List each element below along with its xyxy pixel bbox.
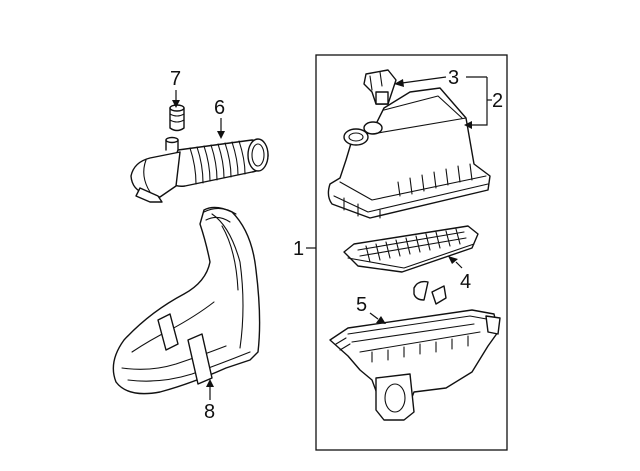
callout-8: 8 xyxy=(204,401,215,423)
leader-5 xyxy=(369,312,379,320)
callout-3: 3 xyxy=(448,67,459,89)
clip-hose-bracket xyxy=(413,280,447,305)
callout-5: 5 xyxy=(356,294,367,316)
part-5-lower-case xyxy=(329,309,501,421)
part-2-upper-cover xyxy=(327,87,491,219)
arrow-7 xyxy=(172,100,180,108)
part-3-sensor xyxy=(363,69,397,105)
part-8-inlet-duct xyxy=(112,206,261,395)
arrow-5 xyxy=(376,316,386,324)
arrow-8 xyxy=(206,379,214,387)
arrow-2 xyxy=(464,121,472,129)
callout-1: 1 xyxy=(293,238,304,260)
leader-4 xyxy=(455,261,463,269)
assembly-box xyxy=(315,54,508,451)
leader-3a xyxy=(401,76,447,84)
arrow-4 xyxy=(448,256,458,264)
callout-4: 4 xyxy=(460,271,471,293)
arrow-6 xyxy=(217,131,225,139)
callout-7: 7 xyxy=(170,68,181,90)
callout-6: 6 xyxy=(214,97,225,119)
arrow-3 xyxy=(394,79,404,87)
part-6-intake-hose xyxy=(130,136,269,203)
part-7-nipple xyxy=(169,104,185,132)
part-4-air-filter xyxy=(343,225,479,273)
callout-2: 2 xyxy=(492,90,503,112)
leader-2 xyxy=(470,77,488,126)
